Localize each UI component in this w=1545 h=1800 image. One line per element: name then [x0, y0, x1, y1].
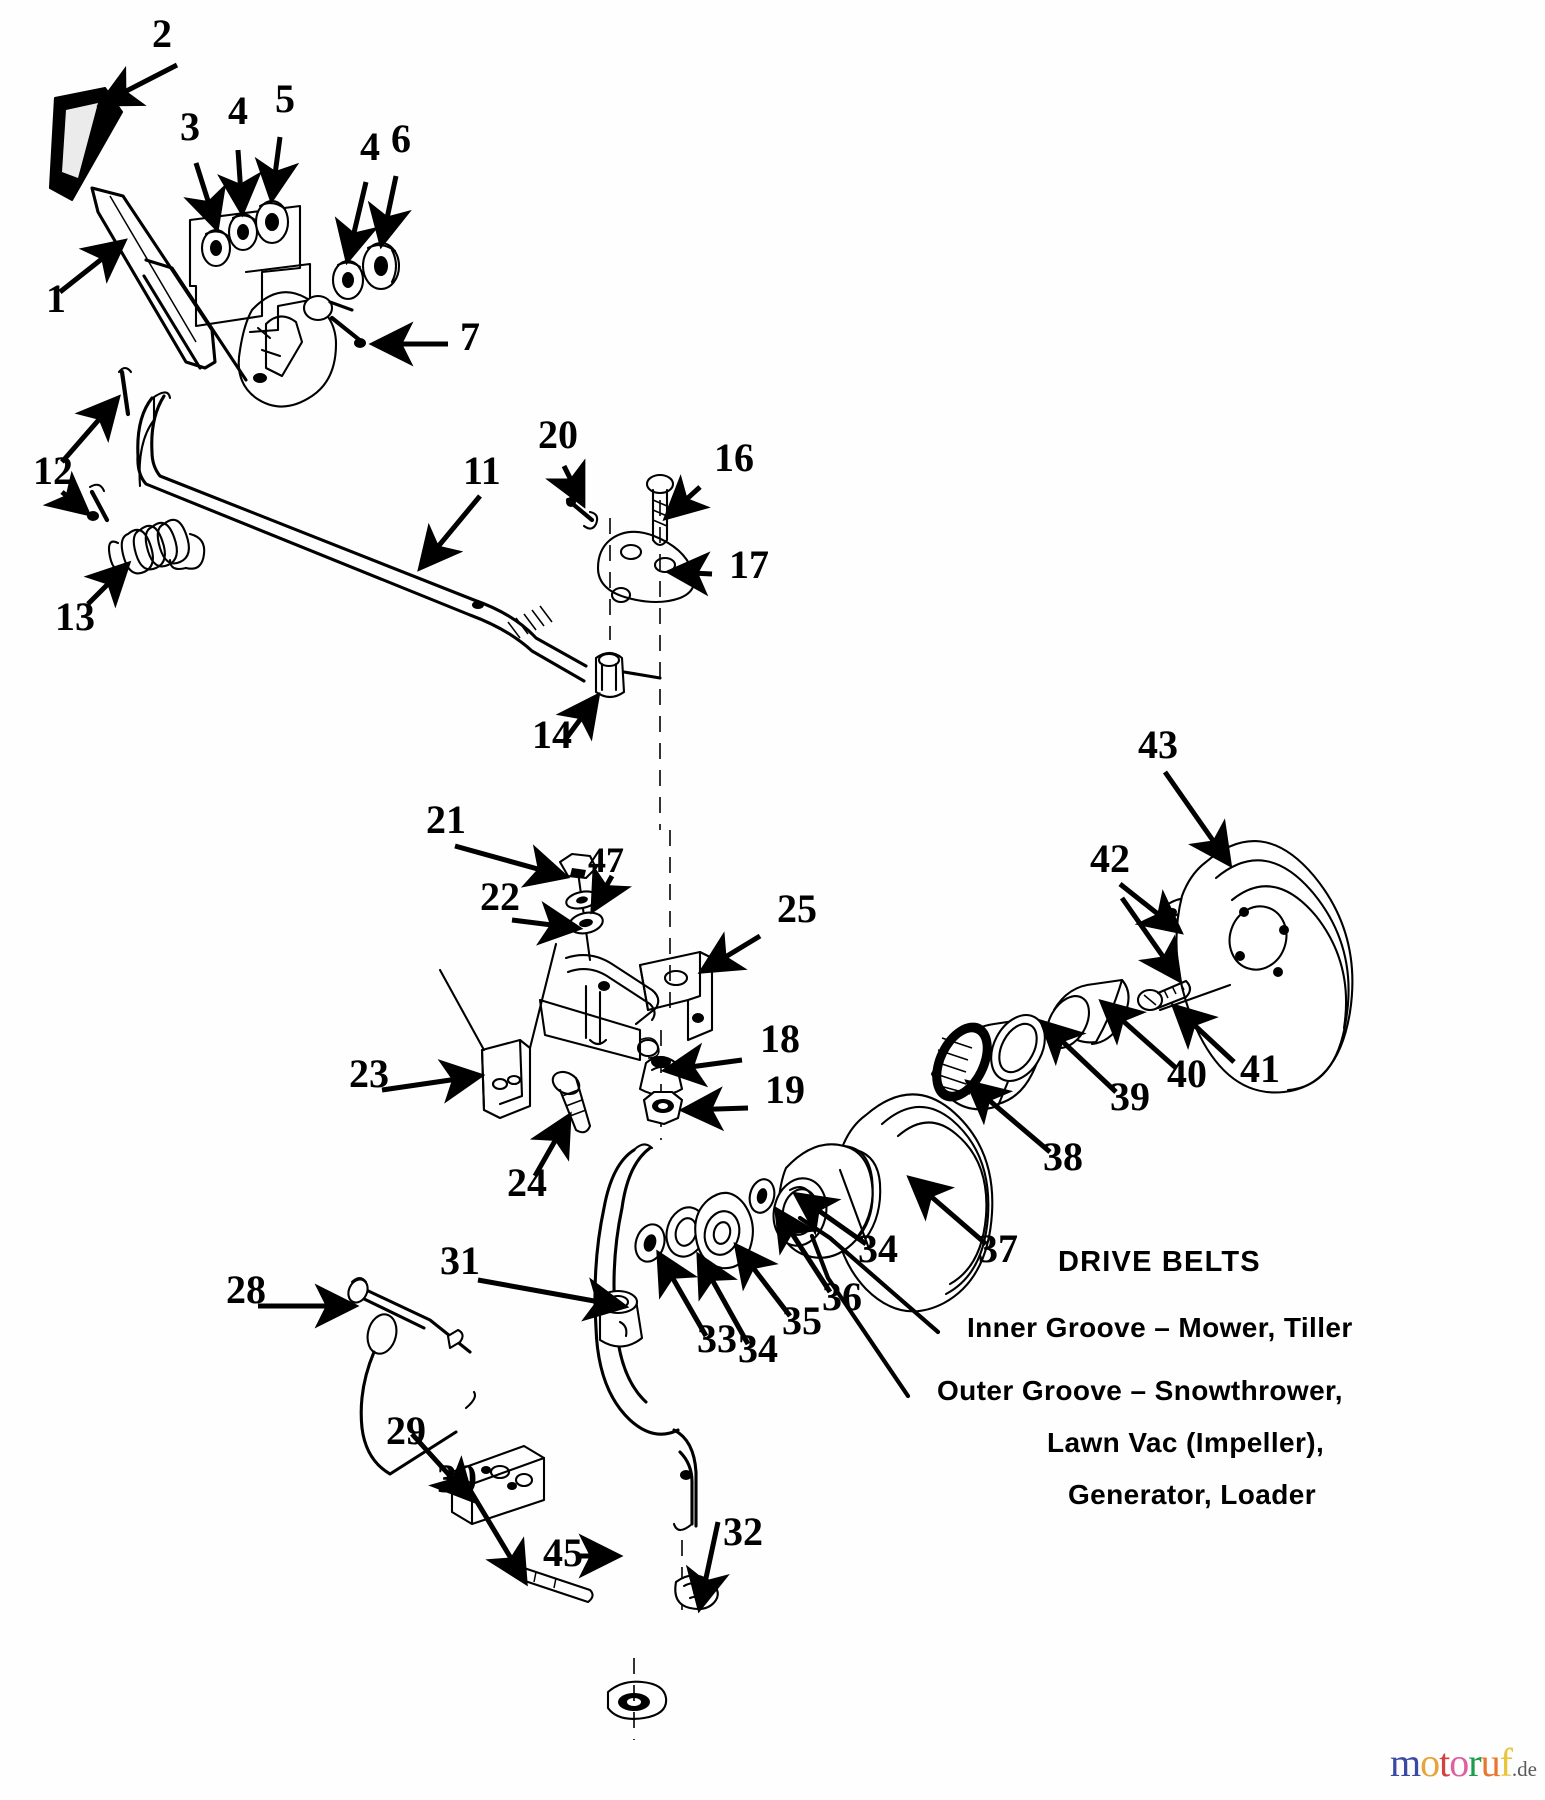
- part-group-bushings-a: [188, 199, 302, 328]
- callout-40: 40: [1167, 1051, 1207, 1096]
- callout-20: 20: [538, 412, 578, 457]
- callout-28: 28: [226, 1267, 266, 1312]
- callout-2: 2: [152, 11, 172, 56]
- callout-5: 5: [275, 76, 295, 121]
- callout-39: 39: [1110, 1074, 1150, 1119]
- callout-4-a: 4: [228, 88, 248, 133]
- part-40-spacer-tube: [1045, 978, 1130, 1049]
- watermark-letter-o1: o: [1420, 1740, 1440, 1785]
- part-cam-plate: [237, 291, 366, 408]
- callout-25: 25: [777, 886, 817, 931]
- callout-43: 43: [1138, 722, 1178, 767]
- part-11-connecting-rod: [136, 391, 588, 683]
- part-linkage-arms: [538, 954, 660, 1062]
- callout-24: 24: [507, 1160, 547, 1205]
- watermark: motoruf.de: [1390, 1739, 1537, 1786]
- callout-7: 7: [460, 314, 480, 359]
- callout-29: 29: [386, 1408, 426, 1453]
- callout-33: 33: [697, 1316, 737, 1361]
- callout-17: 17: [729, 542, 769, 587]
- part-32-clip: [674, 1574, 719, 1611]
- callout-11: 11: [463, 448, 501, 493]
- part-25-bracket: [638, 830, 714, 1042]
- drive-belts-line-1: Inner Groove – Mower, Tiller: [967, 1312, 1353, 1343]
- callout-1: 1: [46, 276, 66, 321]
- part-33-shaft-stub: [597, 1289, 644, 1348]
- callout-18: 18: [760, 1016, 800, 1061]
- callout-32: 32: [723, 1509, 763, 1554]
- watermark-letter-t: t: [1439, 1740, 1450, 1785]
- watermark-letter-o2: o: [1449, 1740, 1469, 1785]
- callout-34-b: 34: [858, 1226, 898, 1271]
- callout-23: 23: [349, 1051, 389, 1096]
- callout-35: 35: [782, 1298, 822, 1343]
- watermark-letter-r: r: [1468, 1740, 1481, 1785]
- drive-belts-line-3: Lawn Vac (Impeller),: [1047, 1427, 1324, 1458]
- callout-38: 38: [1043, 1134, 1083, 1179]
- drive-belts-line-2: Outer Groove – Snowthrower,: [937, 1375, 1343, 1406]
- callout-numbers: 1 2 3 4 5 4 6 7 11 12 13 14 16 17 18 19 …: [33, 11, 1280, 1575]
- rod-thread-detail: [507, 605, 553, 639]
- drive-belts-heading: DRIVE BELTS: [1058, 1246, 1261, 1278]
- part-34-35-36-bearings: [634, 1178, 776, 1270]
- part-45-flange-nut: [606, 1658, 668, 1740]
- part-39-ring: [990, 1014, 1046, 1082]
- callout-4-b: 4: [360, 124, 380, 169]
- callout-14: 14: [532, 712, 572, 757]
- callout-19: 19: [765, 1067, 805, 1112]
- drive-belts-note: DRIVE BELTS Inner Groove – Mower, Tiller…: [797, 1215, 1353, 1510]
- part-2-handle-grip: [48, 86, 124, 202]
- callout-42: 42: [1090, 836, 1130, 881]
- part-1-control-lever: [90, 186, 248, 382]
- callout-21: 21: [426, 797, 466, 842]
- callout-16: 16: [714, 435, 754, 480]
- watermark-letter-m: m: [1390, 1740, 1421, 1785]
- part-24-screw: [551, 1070, 592, 1134]
- callout-leaders: [42, 62, 1236, 1614]
- callout-30: 30: [437, 1456, 477, 1501]
- callout-47: 47: [588, 840, 624, 880]
- callout-13: 13: [55, 594, 95, 639]
- watermark-suffix: .de: [1511, 1757, 1537, 1781]
- callout-45: 45: [543, 1530, 583, 1575]
- callout-12: 12: [33, 448, 73, 493]
- callout-6: 6: [391, 116, 411, 161]
- callout-3: 3: [180, 104, 200, 149]
- part-17-bracket: [596, 500, 696, 830]
- watermark-letter-u: u: [1480, 1740, 1501, 1785]
- part-41-set-screw: [1136, 979, 1192, 1012]
- callout-34-a: 34: [738, 1326, 778, 1371]
- part-12-cotter-pins: [87, 366, 133, 523]
- drive-belts-line-4: Generator, Loader: [1068, 1479, 1316, 1510]
- callout-22: 22: [480, 874, 520, 919]
- callout-31: 31: [440, 1238, 480, 1283]
- part-14-clevis: [594, 651, 662, 699]
- callout-37: 37: [978, 1226, 1018, 1271]
- part-19-lock-nut: [642, 1090, 684, 1126]
- part-23-mount-lug: [438, 942, 558, 1120]
- watermark-letter-f: f: [1499, 1740, 1513, 1785]
- callout-41: 41: [1240, 1046, 1280, 1091]
